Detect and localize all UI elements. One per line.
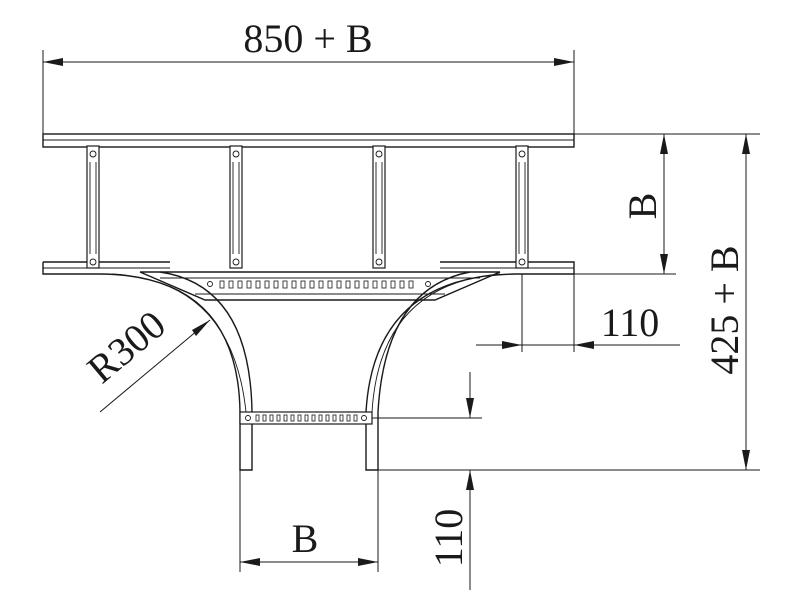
slot [262, 414, 267, 422]
slot [219, 280, 225, 289]
slot [381, 280, 387, 289]
right-bend-rail [365, 271, 516, 471]
slot [336, 280, 342, 289]
slot [264, 280, 270, 289]
slot [318, 414, 323, 422]
offset-right-label: 110 [601, 300, 660, 345]
slot [318, 280, 324, 289]
slot [237, 280, 243, 289]
overall-width-label: 850 + B [243, 16, 372, 61]
dim-outlet-offset [372, 372, 482, 590]
dim-offset-right [476, 274, 680, 352]
slot [255, 280, 261, 289]
rung-1 [86, 145, 100, 269]
slot [390, 280, 396, 289]
slot [332, 414, 337, 422]
outlet-offset-label: 110 [426, 509, 471, 568]
dim-branch-height [528, 133, 760, 275]
slot [345, 280, 351, 289]
slot [283, 414, 288, 422]
outlet-slots [255, 414, 358, 422]
rung-4 [515, 145, 529, 269]
bend-radius-label: R300 [79, 302, 174, 392]
outlet-width-label: B [292, 516, 319, 561]
slot [372, 280, 378, 289]
slot [354, 280, 360, 289]
slot [408, 280, 414, 289]
slot [291, 280, 297, 289]
slot [290, 414, 295, 422]
slot [399, 280, 405, 289]
dim-outlet-width [239, 470, 379, 572]
slot [269, 414, 274, 422]
slot [255, 414, 260, 422]
slot [276, 414, 281, 422]
slot [339, 414, 344, 422]
top-side-rail [42, 133, 575, 148]
plate-slots [219, 280, 414, 289]
branch-height-label: B [620, 193, 665, 220]
rung-3 [372, 145, 386, 269]
outlet-rung [239, 411, 373, 425]
junction-plate [139, 271, 501, 301]
bottom-side-rail-left [42, 261, 170, 275]
slot [300, 280, 306, 289]
slot [273, 280, 279, 289]
main-ladder-section [42, 133, 575, 275]
dim-bend-radius [99, 319, 211, 413]
slot [363, 280, 369, 289]
dim-overall-width [42, 50, 575, 134]
slot [309, 280, 315, 289]
slot [353, 414, 358, 422]
slot [304, 414, 309, 422]
slot [346, 414, 351, 422]
slot [311, 414, 316, 422]
slot [282, 280, 288, 289]
rung-2 [229, 145, 243, 269]
dim-overall-height [378, 134, 760, 471]
slot [325, 414, 330, 422]
overall-height-label: 425 + B [702, 245, 747, 374]
slot [228, 280, 234, 289]
slot [297, 414, 302, 422]
slot [246, 280, 252, 289]
slot [327, 280, 333, 289]
